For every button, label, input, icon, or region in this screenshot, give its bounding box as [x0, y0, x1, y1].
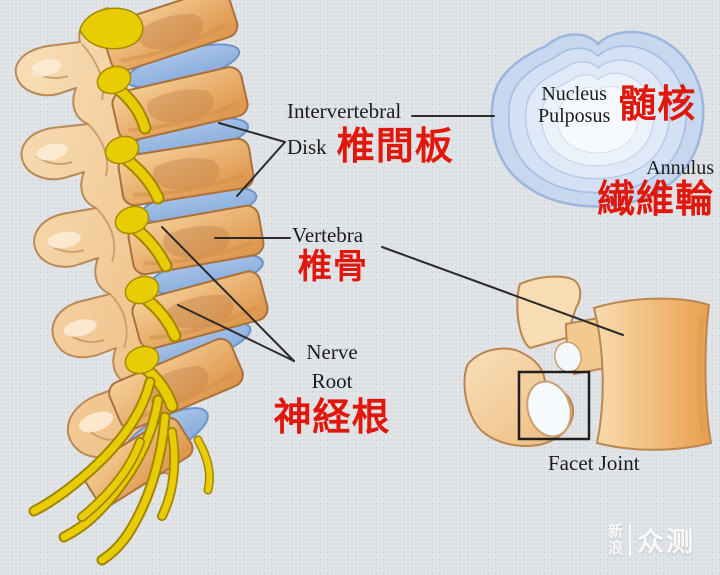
annulus-text: Annulus — [646, 157, 714, 179]
nucleus-pulposus-center — [557, 86, 639, 154]
pulposus-text: Pulposus — [538, 105, 611, 128]
facet-joint-surface — [526, 380, 572, 438]
leader-line-nerve-lower — [177, 304, 295, 362]
disk-text-jp: 椎間板 — [336, 124, 454, 169]
leader-line-nerve-upper — [161, 226, 295, 362]
label-vertebra: Vertebra 椎骨 — [292, 223, 368, 286]
label-intervertebral-disk: Intervertebral Disk 椎間板 — [287, 99, 454, 167]
watermark-name: 众测 — [637, 527, 696, 558]
vertebra-text-jp: 椎骨 — [298, 247, 368, 288]
nerve-root-hooks — [96, 65, 182, 413]
vertebra-transverse-process — [516, 275, 582, 350]
disk-text: Disk — [287, 134, 327, 159]
nucleus-text-jp: 髄核 — [618, 82, 697, 127]
watermark-sina-zhongce: 新 浪 众测 — [608, 520, 695, 559]
disc-cross-section-illustration — [490, 30, 705, 208]
nerve-text: Nerve — [306, 340, 358, 364]
vertebra-body-shading — [696, 316, 707, 435]
intervertebral-text: Intervertebral — [287, 99, 402, 123]
leader-lines — [161, 115, 624, 362]
watermark-brand: 新 浪 — [608, 522, 624, 557]
label-annulus: Annulus 繊維輪 — [556, 157, 714, 220]
label-nucleus-pulposus: Nucleus Pulposus 髄核 — [538, 83, 696, 128]
leader-line-disk-lower — [236, 141, 286, 197]
watermark-divider — [629, 523, 632, 556]
leader-line-disk-upper — [218, 122, 286, 143]
vertebra-text: Vertebra — [292, 223, 364, 247]
leader-line-vertebra-right — [381, 246, 624, 336]
facet-joint-text: Facet Joint — [548, 451, 640, 475]
vertebra-body — [592, 297, 713, 451]
vertebra-side-illustration — [463, 275, 713, 451]
annulus-text-jp: 繊維輪 — [596, 177, 714, 222]
facet-joint-box — [517, 370, 591, 441]
watermark-char-xin: 新 — [608, 522, 624, 541]
nerve-root-fan — [28, 376, 215, 566]
label-nerve-root: Nerve Root 神経根 — [262, 338, 402, 438]
nucleus-text: Nucleus — [541, 83, 607, 105]
spinal-nerve-top — [79, 7, 144, 50]
watermark-char-lang: 浪 — [608, 538, 624, 557]
spine-bone-highlights — [30, 59, 114, 433]
nerve-root-text-jp: 神経根 — [273, 394, 391, 439]
label-facet-joint: Facet Joint — [548, 451, 640, 476]
spine-lateral-illustration — [14, 0, 269, 566]
root-text: Root — [311, 368, 353, 393]
